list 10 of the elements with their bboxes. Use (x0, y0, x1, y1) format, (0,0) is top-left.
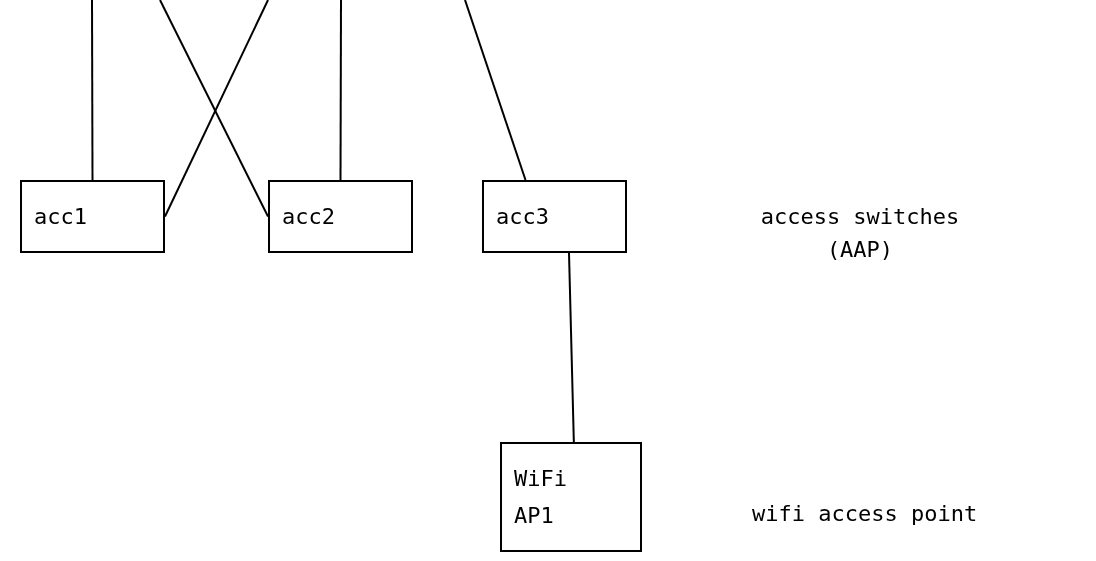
note-text: access switches (AAP) (759, 203, 961, 264)
switch-box: acc3 (482, 180, 627, 253)
switch-box: acc2 (268, 180, 413, 253)
connector-line (464, 0, 527, 181)
switch-box: WiFi AP1 (500, 442, 642, 552)
note-text: wifi access point (752, 500, 978, 528)
connector-line (339, 0, 342, 181)
connector-line (568, 252, 575, 443)
connector-line (91, 0, 94, 181)
switch-box: acc1 (20, 180, 165, 253)
